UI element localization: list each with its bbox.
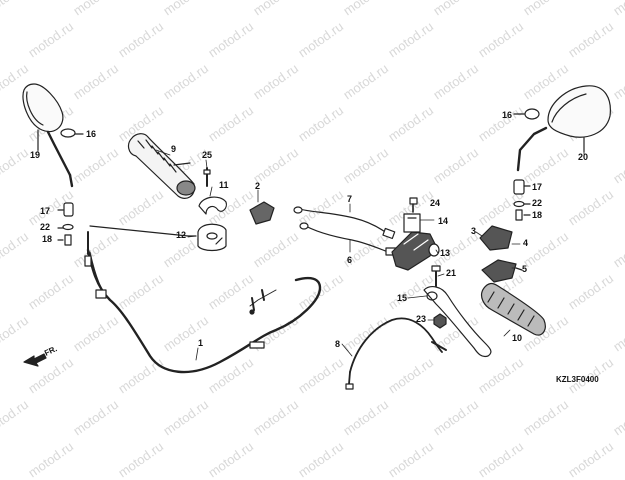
wire-7 <box>293 206 396 240</box>
nut-23 <box>433 313 447 329</box>
part-label-18: 18 <box>42 234 52 244</box>
part-label-8: 8 <box>335 339 340 349</box>
adapter-stack-left <box>57 202 74 246</box>
switch-housing-small <box>249 201 275 225</box>
front-arrow <box>23 353 47 367</box>
diagram-drawing: 1234567891011121314151616171718181920212… <box>22 83 611 390</box>
throttle-grip <box>127 133 196 199</box>
part-label-20: 20 <box>578 152 588 162</box>
screw-24 <box>409 197 418 213</box>
wire-6 <box>299 222 397 256</box>
part-label-9: 9 <box>171 144 176 154</box>
part-label-11: 11 <box>219 180 229 190</box>
part-label-3: 3 <box>471 226 476 236</box>
switch-assy <box>391 231 440 271</box>
part-label-14: 14 <box>438 216 448 226</box>
clamp-5 <box>481 259 523 283</box>
part-label-4: 4 <box>523 238 528 248</box>
part-label-16: 16 <box>86 129 96 139</box>
mirror-nut-right <box>513 108 540 120</box>
screw-25 <box>203 167 211 187</box>
part-label-25: 25 <box>202 150 212 160</box>
mirror-left <box>22 83 74 188</box>
throttle-housing <box>197 223 227 252</box>
bracket-14 <box>403 213 421 233</box>
part-label-12: 12 <box>176 230 186 240</box>
brake-lever <box>423 286 492 358</box>
part-label-21: 21 <box>446 268 456 278</box>
part-label-5: 5 <box>522 264 527 274</box>
part-label-10: 10 <box>512 333 522 343</box>
part-label-17-b: 17 <box>532 182 542 192</box>
part-label-16-b: 16 <box>502 110 512 120</box>
part-label-22-b: 22 <box>532 198 542 208</box>
part-label-23: 23 <box>416 314 426 324</box>
pipe-holder <box>198 196 227 215</box>
pivot-bolt <box>431 265 441 287</box>
part-label-17: 17 <box>40 206 50 216</box>
part-label-15: 15 <box>397 293 407 303</box>
diagram-code: KZL3F0400 <box>556 375 599 384</box>
block-3 <box>479 225 513 251</box>
part-label-7: 7 <box>347 194 352 204</box>
front-marker: FR. <box>43 344 58 358</box>
leader-lines <box>37 149 585 361</box>
part-label-13: 13 <box>440 248 450 258</box>
mirror-right <box>516 85 611 172</box>
part-label-6: 6 <box>347 255 352 265</box>
part-label-1: 1 <box>198 338 203 348</box>
mirror-nut-left <box>60 128 84 138</box>
part-label-22: 22 <box>40 222 50 232</box>
left-grip <box>480 282 546 336</box>
part-label-19: 19 <box>30 150 40 160</box>
part-label-24: 24 <box>430 198 440 208</box>
adapter-stack-right <box>513 179 531 221</box>
throttle-cable <box>84 231 322 374</box>
part-label-2: 2 <box>255 181 260 191</box>
brake-cable <box>345 317 447 390</box>
part-label-18-b: 18 <box>532 210 542 220</box>
